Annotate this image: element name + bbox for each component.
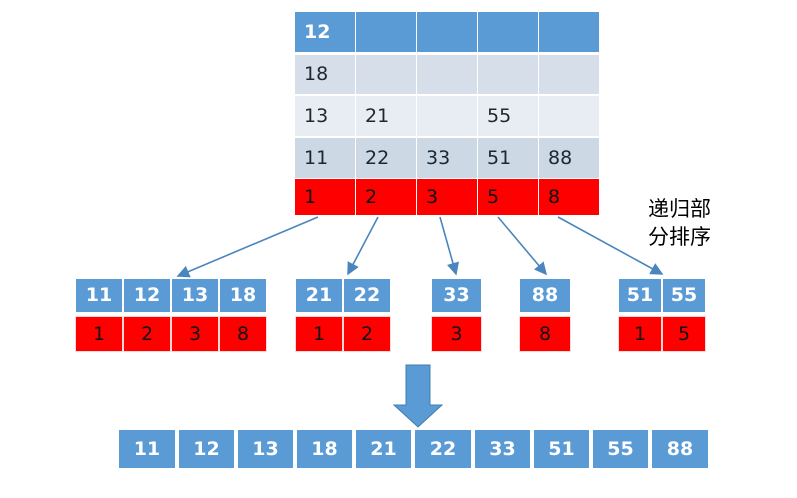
split-arrow-4 — [497, 216, 548, 276]
pyramid-cell: 8 — [539, 179, 599, 215]
final-array-cell: 88 — [650, 430, 710, 468]
split-arrow-2 — [347, 216, 379, 276]
pyramid-cell: 21 — [356, 96, 417, 136]
group-2-count: 2 — [343, 316, 391, 352]
final-array-cell: 18 — [295, 430, 354, 468]
final-array-cell: 11 — [117, 430, 177, 468]
pyramid-cell — [478, 12, 539, 52]
group-2-value: 21 — [295, 278, 343, 313]
pyramid-cell — [417, 12, 478, 52]
group-1-count: 1 — [75, 316, 123, 352]
group-5-count: 1 — [618, 316, 662, 352]
pyramid-cell: 11 — [295, 138, 356, 178]
pyramid-cell: 2 — [356, 179, 417, 215]
group-1-count: 2 — [123, 316, 171, 352]
pyramid-cell: 12 — [295, 12, 356, 52]
pyramid-cell: 5 — [478, 179, 539, 215]
group-1-value: 11 — [75, 278, 123, 313]
final-array-cell: 13 — [236, 430, 295, 468]
group-5-value: 51 — [618, 278, 662, 313]
pyramid-cell — [539, 96, 599, 136]
group-5-count: 5 — [662, 316, 706, 352]
pyramid-cell — [356, 12, 417, 52]
final-array-cell: 21 — [354, 430, 413, 468]
group-2-count: 1 — [295, 316, 343, 352]
pyramid-cell — [539, 55, 599, 94]
pyramid-cell: 33 — [417, 138, 478, 178]
pyramid-cell: 3 — [417, 179, 478, 215]
pyramid-cell: 1 — [295, 179, 356, 215]
split-arrow-1 — [176, 216, 319, 278]
final-array-cell: 51 — [532, 430, 591, 468]
pyramid-cell: 55 — [478, 96, 539, 136]
pyramid-cell: 13 — [295, 96, 356, 136]
final-array-cell: 33 — [473, 430, 532, 468]
group-1-value: 18 — [219, 278, 267, 313]
group-2-value: 22 — [343, 278, 391, 313]
final-array-cell: 12 — [177, 430, 236, 468]
group-1-count: 3 — [171, 316, 219, 352]
pyramid-cell: 88 — [539, 138, 599, 178]
group-4-count: 8 — [519, 316, 571, 352]
split-arrow-3 — [439, 216, 459, 276]
pyramid-cell: 18 — [295, 55, 356, 94]
group-1-count: 8 — [219, 316, 267, 352]
pyramid-cell: 22 — [356, 138, 417, 178]
pyramid-cell — [417, 55, 478, 94]
group-3-value: 33 — [431, 278, 482, 313]
pyramid-cell: 51 — [478, 138, 539, 178]
pyramid-cell — [539, 12, 599, 52]
recursive-sort-annotation: 递归部 分排序 — [648, 197, 711, 249]
group-1-value: 12 — [123, 278, 171, 313]
group-1-value: 13 — [171, 278, 219, 313]
group-5-value: 55 — [662, 278, 706, 313]
split-arrow-5 — [557, 216, 664, 275]
pyramid-cell — [356, 55, 417, 94]
final-array-cell: 55 — [591, 430, 650, 468]
merge-down-arrow — [392, 364, 444, 428]
group-3-count: 3 — [431, 316, 482, 352]
pyramid-cell — [417, 96, 478, 136]
group-4-value: 88 — [519, 278, 571, 313]
final-array-cell: 22 — [413, 430, 473, 468]
pyramid-cell — [478, 55, 539, 94]
